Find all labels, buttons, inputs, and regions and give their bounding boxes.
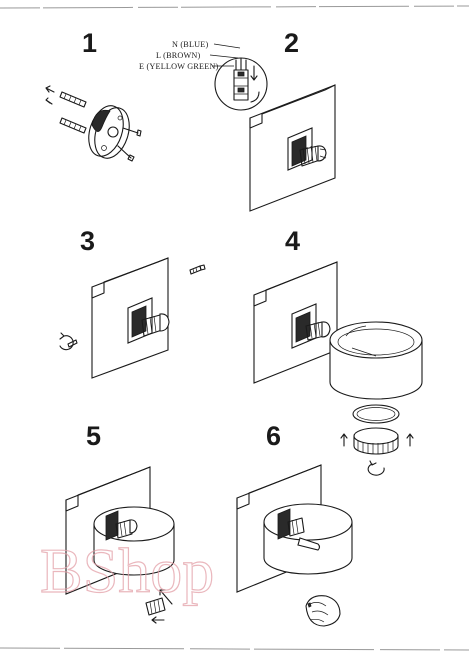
sealing-ring	[352, 404, 400, 424]
screw-upper	[122, 127, 142, 137]
step-3-panel: 3	[59, 226, 206, 379]
arrow-up-icon	[340, 433, 348, 447]
step-5-panel: 5	[65, 421, 175, 624]
wire-label-earth: E (YELLOW GREEN)	[139, 62, 219, 71]
lamp-shade	[329, 321, 423, 400]
mounting-fitting	[277, 508, 305, 540]
arrow-up-icon	[406, 433, 414, 447]
wall-plug-upper	[45, 85, 87, 108]
step-2-panel: 2 N (BLUE) L (BROWN) E (YELLOW GREEN)	[139, 28, 336, 212]
step-6-panel: 6	[236, 421, 353, 627]
lamp-holder	[145, 597, 166, 616]
step-3-number: 3	[80, 226, 95, 256]
mounting-fitting	[287, 127, 327, 171]
arrow-up-left-icon	[159, 589, 173, 605]
step-6-number: 6	[266, 421, 281, 451]
rotate-icon	[367, 460, 385, 476]
screw-lower	[117, 145, 135, 162]
step-5-number: 5	[86, 421, 101, 451]
mounting-fitting	[291, 303, 331, 349]
arrow-left-icon	[45, 97, 53, 105]
step-4-number: 4	[285, 226, 300, 256]
bulb-in-holder	[297, 537, 321, 551]
base-plate	[88, 105, 130, 159]
step-4-panel: 4	[253, 226, 423, 476]
lamp-shade	[263, 503, 353, 575]
step-1-panel: 1	[45, 28, 142, 162]
terminal-block-callout	[214, 57, 268, 111]
arrow-down-icon	[250, 65, 258, 81]
scan-edge-top	[0, 5, 469, 9]
arrow-left-icon	[151, 616, 165, 624]
wall-plug-lower	[59, 117, 87, 134]
step-2-number: 2	[284, 28, 299, 58]
rotate-icon	[59, 332, 78, 351]
scan-edge-bottom	[0, 647, 469, 651]
locking-nut	[353, 427, 399, 455]
wire-label-neutral: N (BLUE)	[172, 40, 208, 49]
light-bulb	[305, 595, 341, 627]
grub-screw	[189, 264, 206, 275]
wire-label-live: L (BROWN)	[156, 51, 201, 60]
step-1-number: 1	[82, 28, 97, 58]
mounting-fitting	[127, 297, 170, 344]
watermark: BShop	[40, 535, 214, 606]
mounting-fitting	[105, 510, 138, 541]
